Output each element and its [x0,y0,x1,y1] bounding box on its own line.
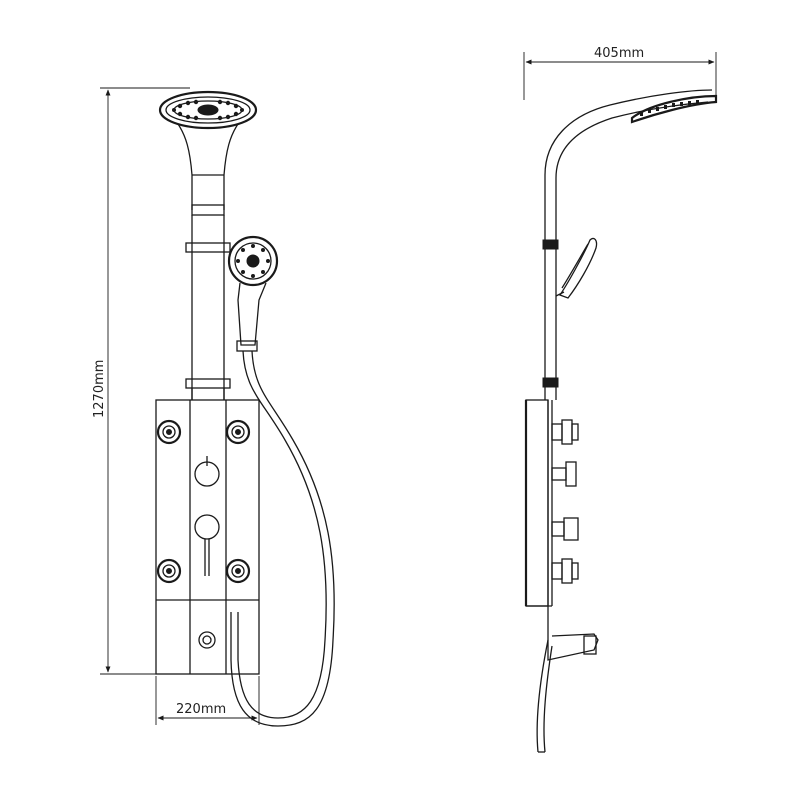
depth-dimension: 405mm [523,46,717,100]
mixer-lever [194,514,220,576]
height-dimension: 1270mm [92,87,190,675]
body-jet-bottom-right [225,558,251,584]
lower-outlet [198,631,216,649]
body-jet-bottom-left [156,558,182,584]
riser-column [185,174,231,400]
lower-spout-side [536,606,599,753]
front-view: 1270mm [92,87,335,727]
hand-shower [227,235,279,352]
side-protrusions [551,419,579,584]
shower-hose [230,350,335,727]
shower-arm-side [544,89,718,200]
side-view: 405mm [523,46,718,753]
body-jet-side-bottom [551,558,579,584]
body-jet-top-left [156,419,182,445]
diverter-side [551,461,577,487]
body-jet-top-right [225,419,251,445]
depth-label: 405mm [594,46,644,61]
front-width-dimension: 220mm [155,676,260,725]
panel-side [524,399,553,607]
rain-shower-head [158,90,258,210]
diverter-knob [194,456,220,487]
panel-body [155,399,260,675]
body-jet-side-top [551,419,579,445]
mixer-side [551,517,579,541]
height-dimension-label: 1270mm [92,360,107,418]
hand-shower-side [555,237,598,299]
riser-side [542,200,559,400]
front-width-label: 220mm [176,702,226,717]
body-jets-front [156,419,251,584]
